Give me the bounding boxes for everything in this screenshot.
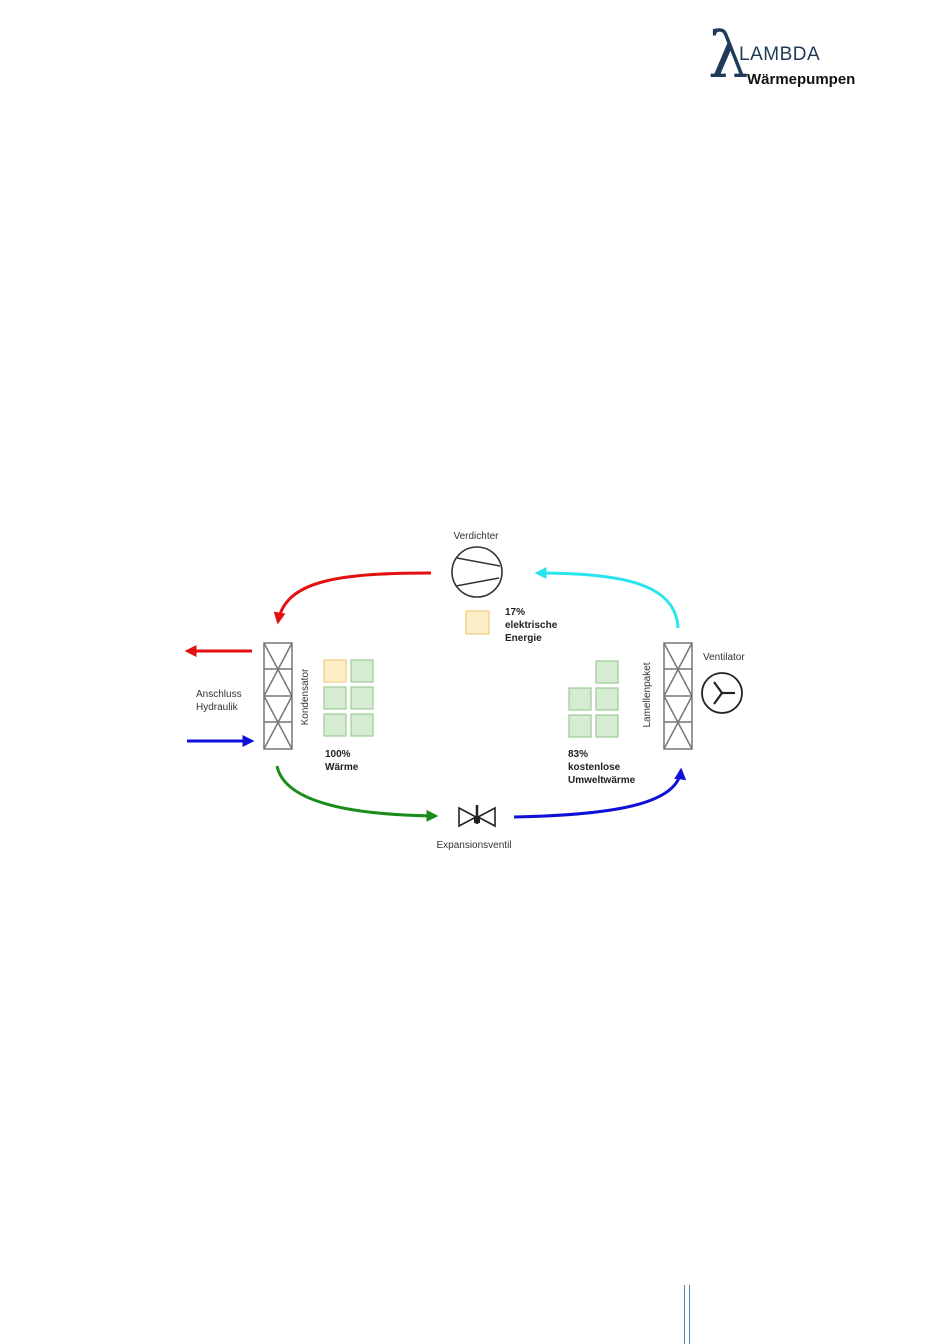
ambient-heat-line-2: kostenlose xyxy=(568,762,621,773)
compressor-label: Verdichter xyxy=(453,531,499,542)
condenser-heat-exchanger xyxy=(264,643,292,749)
suction-gas-arrow xyxy=(537,573,678,628)
fan-label: Ventilator xyxy=(703,652,745,663)
heat-percent: 100% xyxy=(325,749,351,760)
ambient-heat-percent: 83% xyxy=(568,749,588,760)
hot-gas-arrow xyxy=(278,573,431,622)
ambient-heat-line-3: Umweltwärme xyxy=(568,775,636,786)
fin-pack-heat-exchanger xyxy=(664,643,692,749)
expansion-valve-icon xyxy=(459,805,495,826)
hydraulics-label-line-2: Hydraulik xyxy=(196,702,239,713)
liquid-line-arrow xyxy=(277,766,436,816)
compressor-icon xyxy=(452,547,502,597)
heat-blocks-100 xyxy=(324,660,373,736)
electric-energy-block xyxy=(466,611,489,634)
fan-icon xyxy=(702,673,742,713)
expansion-valve-label: Expansionsventil xyxy=(436,840,511,851)
fin-pack-label: Lamellenpaket xyxy=(642,662,653,727)
electric-energy-line-3: Energie xyxy=(505,633,542,644)
ambient-heat-blocks-83 xyxy=(569,661,618,737)
electric-energy-line-2: elektrische xyxy=(505,620,558,631)
electric-energy-percent: 17% xyxy=(505,607,525,618)
hydraulics-label-line-1: Anschluss xyxy=(196,689,242,700)
heat-label: Wärme xyxy=(325,762,359,773)
footer-divider xyxy=(684,1285,690,1344)
condenser-label: Kondensator xyxy=(300,668,311,725)
